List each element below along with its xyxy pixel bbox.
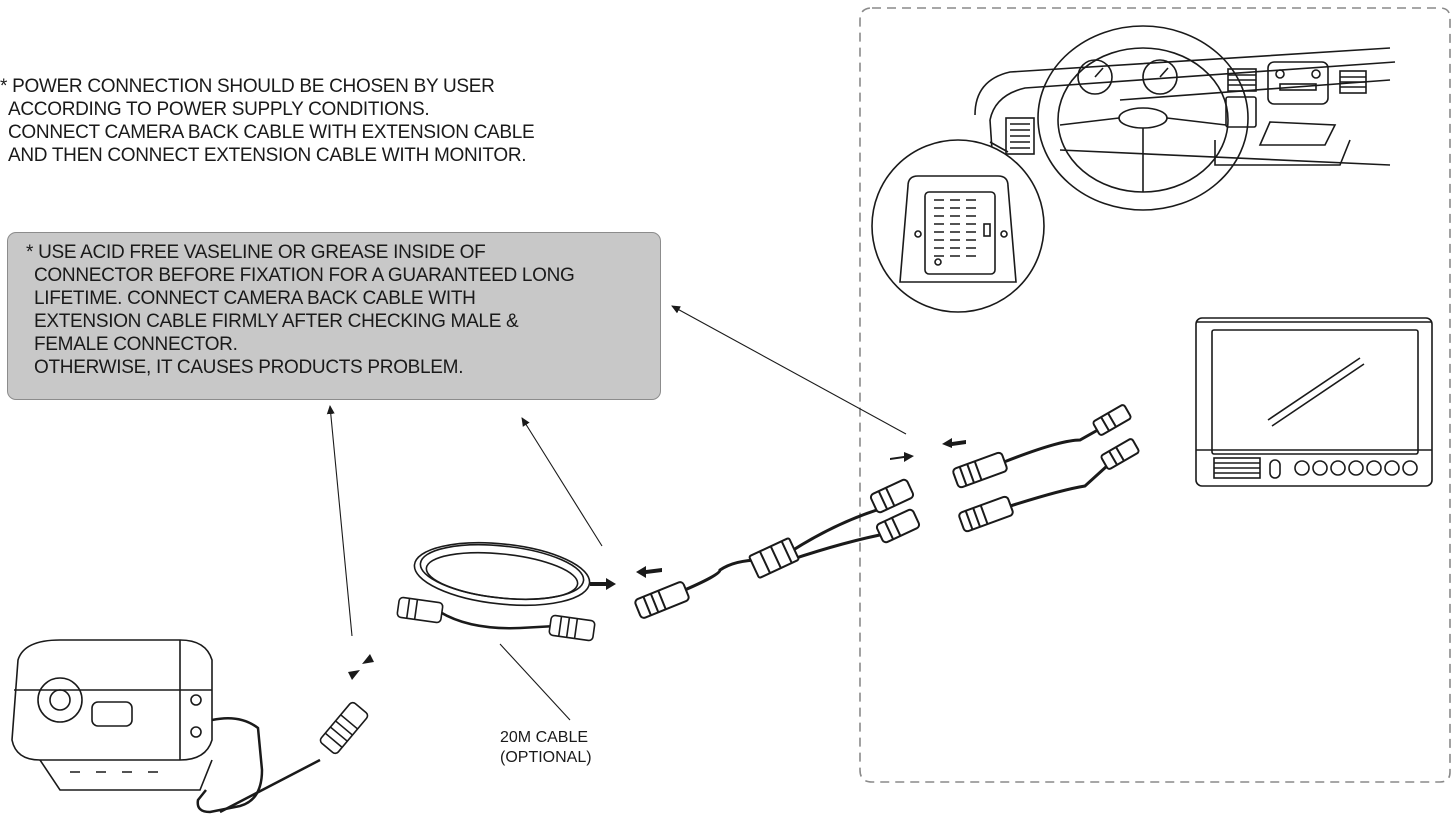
arrow-splitter-to-cable-icon [636, 566, 662, 578]
steering-wheel-icon [1037, 25, 1249, 211]
vehicle-area-dashed-border [859, 7, 1451, 783]
connection-arrows [332, 438, 966, 690]
monitor-speaker-grille-icon [1213, 457, 1261, 479]
caution-note-line-3: LIFETIME. CONNECT CAMERA BACK CABLE WITH [34, 288, 476, 309]
cable-label-line-1: 20M CABLE [500, 729, 589, 746]
monitor-illustration [1195, 317, 1433, 487]
power-connection-note: * POWER CONNECTION SHOULD BE CHOSEN BY U… [0, 75, 700, 167]
caution-note-line-2: CONNECTOR BEFORE FIXATION FOR A GUARANTE… [34, 265, 575, 286]
arrow-splitter-to-monitor-icon [890, 452, 914, 462]
arrow-cable-to-splitter-icon [590, 578, 616, 590]
air-vent-right-icon [1339, 70, 1367, 94]
caution-note-line-5: FEMALE CONNECTOR. [34, 334, 238, 355]
gauge-left-icon [1077, 59, 1113, 95]
camera-illustration [11, 639, 369, 814]
connector-magnified-view [871, 139, 1045, 313]
arrow-camera-to-cable-icon [332, 670, 360, 690]
extension-cable-label: 20M CABLE (OPTIONAL) [500, 728, 592, 768]
caution-note-line-6: OTHERWISE, IT CAUSES PRODUCTS PROBLEM. [34, 357, 464, 378]
y-splitter-cable [634, 478, 921, 619]
callout-lines [326, 305, 907, 721]
caution-note-line-4: EXTENSION CABLE FIRMLY AFTER CHECKING MA… [34, 311, 519, 332]
caution-note-box: * USE ACID FREE VASELINE OR GREASE INSID… [7, 232, 661, 400]
extension-cable-coil [396, 541, 596, 642]
monitor-cable-connectors [952, 404, 1140, 533]
cable-label-line-2: (OPTIONAL) [500, 749, 592, 766]
arrow-cable-to-camera-icon [362, 646, 388, 664]
caution-note-line-1: * USE ACID FREE VASELINE OR GREASE INSID… [26, 242, 486, 263]
power-note-line-2: ACCORDING TO POWER SUPPLY CONDITIONS. [8, 99, 430, 120]
dashboard-illustration [974, 25, 1396, 211]
gauge-right-icon [1142, 59, 1178, 95]
power-note-line-3: CONNECT CAMERA BACK CABLE WITH EXTENSION… [8, 122, 535, 143]
power-note-line-1: * POWER CONNECTION SHOULD BE CHOSEN BY U… [0, 76, 495, 97]
air-vent-left-icon [1227, 68, 1257, 92]
power-note-line-4: AND THEN CONNECT EXTENSION CABLE WITH MO… [8, 145, 527, 166]
monitor-power-button-icon [1269, 459, 1281, 479]
arrow-monitor-to-splitter-icon [942, 438, 966, 448]
